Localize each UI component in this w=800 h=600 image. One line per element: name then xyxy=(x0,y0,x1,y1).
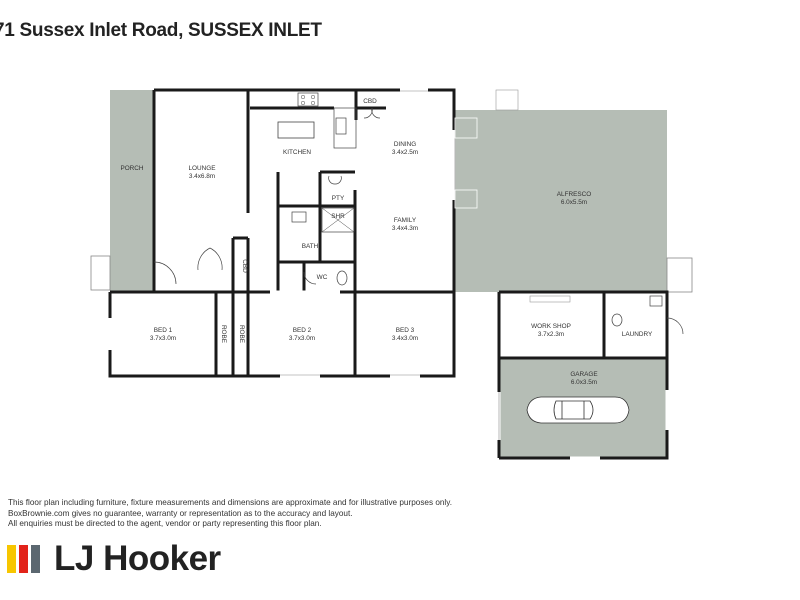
room-size-alfresco: 6.0x5.5m xyxy=(561,199,587,206)
kitchen-sink xyxy=(335,117,347,135)
room-label-bed2: BED 2 xyxy=(293,327,312,334)
room-label-pty: PTY xyxy=(332,195,345,202)
brand-logo: LJ Hooker xyxy=(7,539,221,578)
room-label-cbd-mid: CBD xyxy=(241,259,248,273)
room-label-bed1: BED 1 xyxy=(154,327,173,334)
room-label-dining: DINING xyxy=(394,141,416,148)
room-label-garage: GARAGE xyxy=(570,371,597,378)
room-label-robe2: ROBE xyxy=(238,325,245,343)
cooktop xyxy=(297,92,319,107)
brand-mark-icon xyxy=(7,545,40,573)
room-size-garage: 6.0x3.5m xyxy=(571,379,597,386)
disclaimer-line-2: BoxBrownie.com gives no guarantee, warra… xyxy=(8,508,353,518)
room-label-cbd-top: CBD xyxy=(363,98,377,105)
porch-area xyxy=(110,90,154,292)
room-size-workshop: 3.7x2.3m xyxy=(538,331,564,338)
alfresco-area xyxy=(454,110,667,292)
room-label-shr: SHR xyxy=(331,213,345,220)
room-label-bed3: BED 3 xyxy=(396,327,415,334)
kitchen-island xyxy=(277,121,315,139)
brand-name: LJ Hooker xyxy=(54,539,221,578)
room-label-family: FAMILY xyxy=(394,217,417,224)
room-label-laundry: LAUNDRY xyxy=(622,331,653,338)
room-label-kitchen: KITCHEN xyxy=(283,149,311,156)
bath-vanity xyxy=(291,211,307,223)
room-size-dining: 3.4x2.5m xyxy=(392,149,418,156)
room-label-wc: WC xyxy=(317,274,328,281)
room-label-alfresco: ALFRESCO xyxy=(557,191,591,198)
room-label-robe1: ROBE xyxy=(220,325,227,343)
car-icon xyxy=(526,396,630,424)
room-size-bed1: 3.7x3.0m xyxy=(150,335,176,342)
room-size-bed3: 3.4x3.0m xyxy=(392,335,418,342)
disclaimer-line-3: All enquiries must be directed to the ag… xyxy=(8,519,322,529)
room-size-family: 3.4x4.3m xyxy=(392,225,418,232)
room-label-porch: PORCH xyxy=(120,165,143,172)
shower xyxy=(321,207,355,233)
room-size-bed2: 3.7x3.0m xyxy=(289,335,315,342)
disclaimer: This floor plan including furniture, fix… xyxy=(8,498,452,530)
wc-toilet xyxy=(336,270,348,286)
laundry-tub xyxy=(649,295,663,307)
disclaimer-line-1: This floor plan including furniture, fix… xyxy=(8,498,453,507)
room-label-bath: BATH xyxy=(302,243,319,250)
property-address-title: 71 Sussex Inlet Road, SUSSEX INLET xyxy=(0,20,322,41)
room-label-lounge: LOUNGE xyxy=(189,165,216,172)
room-size-lounge: 3.4x6.8m xyxy=(189,173,215,180)
room-label-workshop: WORK SHOP xyxy=(531,323,571,330)
